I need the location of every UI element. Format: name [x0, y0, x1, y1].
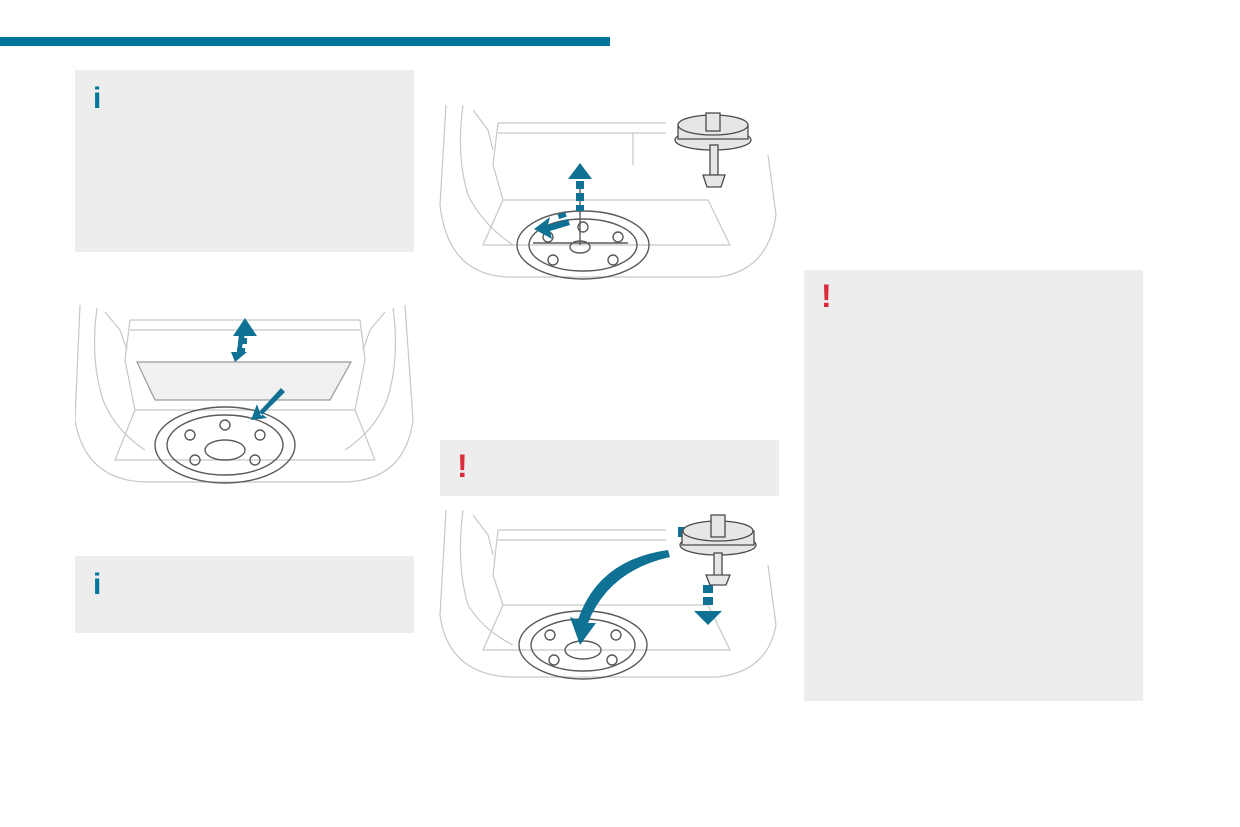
warning-box-2: !: [804, 270, 1143, 701]
header-accent-bar: [0, 37, 610, 46]
warning-box-1: !: [440, 440, 779, 496]
info-box-1: i: [75, 70, 414, 252]
info-icon: i: [93, 82, 102, 115]
info-box-2: i: [75, 556, 414, 633]
trunk-floor-lift-illustration: [75, 300, 415, 490]
warning-icon: !: [457, 448, 468, 484]
warning-icon: !: [821, 278, 832, 314]
unscrew-fixing-illustration: [438, 95, 780, 285]
info-icon: i: [93, 568, 102, 601]
refit-wheel-illustration: [438, 505, 780, 690]
